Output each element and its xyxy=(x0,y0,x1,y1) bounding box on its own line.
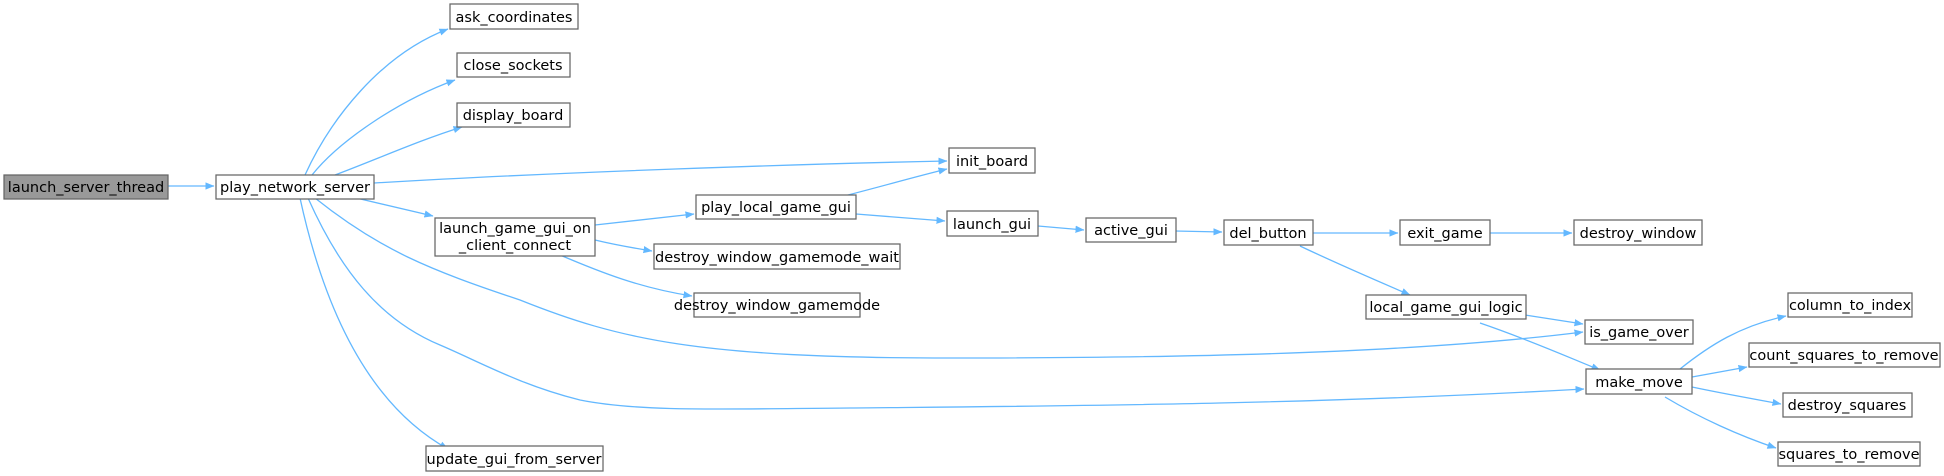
node-label: make_move xyxy=(1595,375,1683,391)
node-label: ask_coordinates xyxy=(456,10,573,26)
node-label: update_gui_from_server xyxy=(427,452,602,468)
edge-play_network_server-to-display_board xyxy=(334,126,463,176)
node-destroy-window-gamemode[interactable]: destroy_window_gamemode xyxy=(674,292,880,318)
edge-play_network_server-to-launch_game_gui xyxy=(351,196,434,218)
node-ask-coordinates[interactable]: ask_coordinates xyxy=(449,3,579,30)
node-label: init_board xyxy=(956,154,1028,170)
node-active-gui[interactable]: active_gui xyxy=(1085,217,1177,243)
edges xyxy=(168,28,1787,450)
node-label: close_sockets xyxy=(463,58,562,74)
node-del-button[interactable]: del_button xyxy=(1223,219,1314,246)
node-exit-game[interactable]: exit_game xyxy=(1399,219,1491,246)
edge-make_move-to-destroy_squares xyxy=(1691,386,1782,406)
node-init-board[interactable]: init_board xyxy=(948,147,1036,174)
node-label: column_to_index xyxy=(1789,298,1912,314)
edge-make_move-to-column_to_index xyxy=(1679,314,1787,370)
edge-launch_gui-to-active_gui xyxy=(1037,225,1085,233)
edge-play_local_game_gui-to-init_board xyxy=(839,167,948,198)
edge-play_network_server-to-init_board xyxy=(373,157,948,184)
edge-play_network_server-to-close_sockets xyxy=(311,79,456,176)
node-destroy-window-gamemode-wait[interactable]: destroy_window_gamemode_wait xyxy=(653,243,901,270)
node-label: destroy_squares xyxy=(1788,398,1907,414)
edge-make_move-to-squares_to_remove xyxy=(1664,396,1777,449)
node-label: destroy_window_gamemode_wait xyxy=(655,250,899,266)
node-launch-game-gui-on-client-connect[interactable]: launch_game_gui_on _client_connect xyxy=(434,217,596,257)
node-local-game-gui-logic[interactable]: local_game_gui_logic xyxy=(1365,294,1527,320)
node-is-game-over[interactable]: is_game_over xyxy=(1584,319,1694,345)
edge-local_game_gui_logic-to-make_move xyxy=(1479,322,1601,371)
node-column-to-index[interactable]: column_to_index xyxy=(1787,292,1913,318)
edge-local_game_gui_logic-to-is_game_over xyxy=(1524,314,1584,327)
node-play-network-server[interactable]: play_network_server xyxy=(215,174,375,200)
node-display-board[interactable]: display_board xyxy=(456,102,571,128)
node-label: destroy_window xyxy=(1580,226,1697,242)
node-label: active_gui xyxy=(1094,223,1168,239)
node-label: local_game_gui_logic xyxy=(1369,300,1522,316)
edge-launch_game_gui-to-destroy_window_gamemode xyxy=(559,254,693,299)
node-destroy-window[interactable]: destroy_window xyxy=(1573,219,1703,246)
node-label: play_local_game_gui xyxy=(701,200,851,216)
node-play-local-game-gui[interactable]: play_local_game_gui xyxy=(695,194,857,220)
node-label-line1: launch_game_gui_on xyxy=(439,221,591,237)
node-label: squares_to_remove xyxy=(1778,447,1919,463)
edge-play_network_server-to-is_game_over xyxy=(314,197,1584,359)
node-close-sockets[interactable]: close_sockets xyxy=(456,52,571,78)
node-destroy-squares[interactable]: destroy_squares xyxy=(1782,392,1913,418)
node-label: play_network_server xyxy=(220,180,370,196)
node-squares-to-remove[interactable]: squares_to_remove xyxy=(1777,441,1921,467)
node-update-gui-from-server[interactable]: update_gui_from_server xyxy=(425,445,604,472)
edge-launch_game_gui-to-play_local_game_gui xyxy=(594,211,695,226)
node-label: destroy_window_gamemode xyxy=(674,298,880,314)
edge-make_move-to-count_squares_to_remove xyxy=(1691,364,1748,378)
node-label: count_squares_to_remove xyxy=(1749,348,1938,364)
node-label: del_button xyxy=(1229,226,1306,242)
edge-play_network_server-to-make_move xyxy=(307,197,1585,410)
node-label: exit_game xyxy=(1407,226,1482,242)
edge-launch_game_gui-to-destroy_window_gamemode_wait xyxy=(594,239,653,254)
node-count-squares-to-remove[interactable]: count_squares_to_remove xyxy=(1748,342,1941,368)
node-label: display_board xyxy=(463,108,564,124)
node-launch-server-thread[interactable]: launch_server_thread xyxy=(3,174,169,200)
edge-del_button-to-local_game_gui_logic xyxy=(1299,245,1411,296)
edge-play_local_game_gui-to-launch_gui xyxy=(855,213,946,224)
node-label: is_game_over xyxy=(1589,325,1689,341)
node-make-move[interactable]: make_move xyxy=(1585,368,1693,395)
node-label: launch_gui xyxy=(953,217,1031,233)
edge-active_gui-to-del_button xyxy=(1174,228,1223,236)
node-label: launch_server_thread xyxy=(8,180,164,196)
edge-play_network_server-to-update_gui_from_server xyxy=(299,197,449,450)
edge-play_network_server-to-ask_coordinates xyxy=(304,28,449,176)
node-launch-gui[interactable]: launch_gui xyxy=(946,210,1039,237)
node-label-line2: _client_connect xyxy=(458,238,571,254)
